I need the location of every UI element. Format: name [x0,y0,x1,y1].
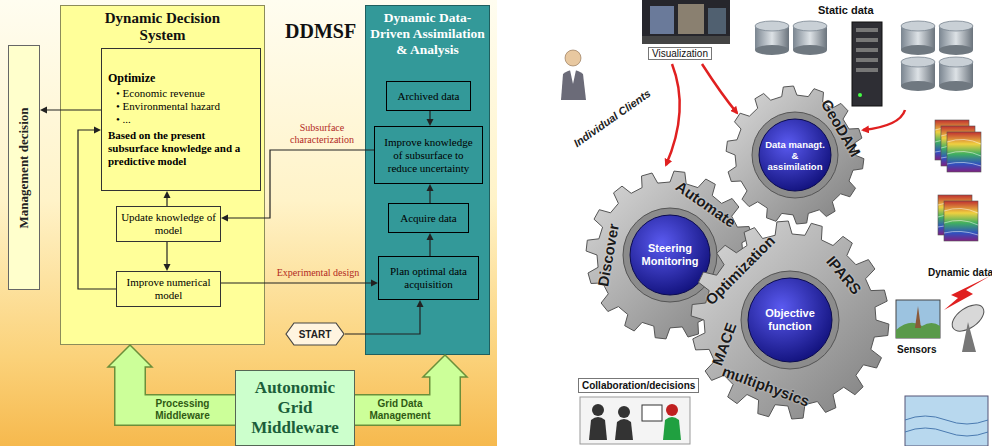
arrow-head [221,215,228,222]
visualization-photo [642,0,730,44]
flow-arrow [164,242,171,271]
box-text: • ... [108,113,254,126]
system-panel: Dynamic Decision SystemOptimize • Economi… [60,5,265,345]
flow-arrow [221,280,378,287]
gear-body [691,221,889,419]
arrow-head [427,233,434,240]
process-box: Acquire data [388,203,469,233]
hub-label: Data managt. & assimilation [765,139,825,172]
edge-label: Subsurface characterization [276,122,368,146]
box-text: START [299,329,332,340]
arrow-head [108,345,152,367]
gear: OptimizationIPARSObjective functionMACEm… [690,220,890,420]
hub-label: Objective function [753,307,827,333]
data-label: Dynamic data [928,267,992,278]
hub-label: Steering Monitoring [635,242,705,268]
box-text: Improve knowledge of subsurface to reduc… [379,136,478,175]
box-text: Optimize [108,72,254,85]
connector-line [45,109,101,110]
gear-hub [630,215,710,295]
flow-arrow [427,111,434,126]
hexagon-shape [286,323,344,345]
flow-arrow [427,233,434,256]
sensor-icon [896,300,940,338]
arrow-head [164,264,171,271]
client-figure [561,50,586,100]
gear-ring [741,271,839,369]
picture-caption: Collaboration/decisions [578,378,699,393]
gear: GeoDAMData managt. & assimilation [725,85,865,225]
start-hexagon: START [285,322,345,346]
vertical-label: Management decision [16,107,32,228]
middleware-box: Autonomic Grid Middleware [235,370,355,446]
arrow-head [427,119,434,126]
flow-arrow [164,191,171,206]
satellite-dish [944,276,990,352]
arrow-head [423,355,467,377]
gear-hub [759,119,831,191]
panel-title: Dynamic Data-Driven Assimilation & Analy… [369,10,486,58]
connector-line [78,130,116,289]
picture-caption: Visualization [648,47,712,60]
gear-ring [623,208,717,302]
flow-arrow [78,127,116,290]
dynamic-data-slices [935,120,981,241]
edge-label: Processing Middleware [141,398,225,422]
arrow-head [40,107,47,114]
arrow-head [164,191,171,198]
flow-arrow [345,300,424,334]
connector-line [221,282,373,283]
decision-bar: Management decision [8,45,40,290]
flow-arrow [427,184,434,203]
process-box: Optimize • Economic revenue• Environmenta… [101,48,261,191]
process-box: Plan optimal data acquisition [378,256,479,300]
box-text: Plan optimal data acquisition [383,265,474,291]
process-box: Improve numerical model [116,271,221,307]
edge-label: Experimental design [272,267,364,279]
connector-line [429,189,430,203]
flow-arrow [40,107,101,114]
arrow-head [417,300,424,307]
gear-hub [748,278,832,362]
panel-title: Dynamic Decision System [93,10,233,44]
box-text: • Environmental hazard [108,100,254,113]
arrow-head [371,280,378,287]
sensor-label: Sensors [897,344,936,355]
box-text: Update knowledge of model [121,211,216,237]
process-box: Archived data [386,81,471,111]
connector-line [429,238,430,256]
connector-line [226,150,374,218]
box-text: Archived data [398,90,460,103]
box-text: • Economic revenue [108,87,254,100]
gear-ring [752,112,838,198]
connector-line [166,242,167,266]
connector-line [345,305,420,334]
data-label: Static data [818,4,874,16]
box-text: Acquire data [400,212,457,225]
box-text: Improve numerical model [121,276,216,302]
system-panel: Dynamic Data-Driven Assimilation & Analy… [365,5,490,355]
box-text: Based on the present subsurface knowledg… [108,129,254,168]
arrow-head [94,127,101,134]
edge-label: Grid Data Management [360,398,440,422]
gear-body [726,86,864,224]
reservoir-picture [905,396,988,446]
arrow-head [427,184,434,191]
box-text: Autonomic Grid Middleware [240,378,350,438]
process-box: Update knowledge of model [116,206,221,242]
flow-arrow [221,150,374,222]
collaboration-picture [580,397,690,444]
diagram-heading: DDMSF [285,20,356,43]
process-box: Improve knowledge of subsurface to reduc… [374,126,483,184]
